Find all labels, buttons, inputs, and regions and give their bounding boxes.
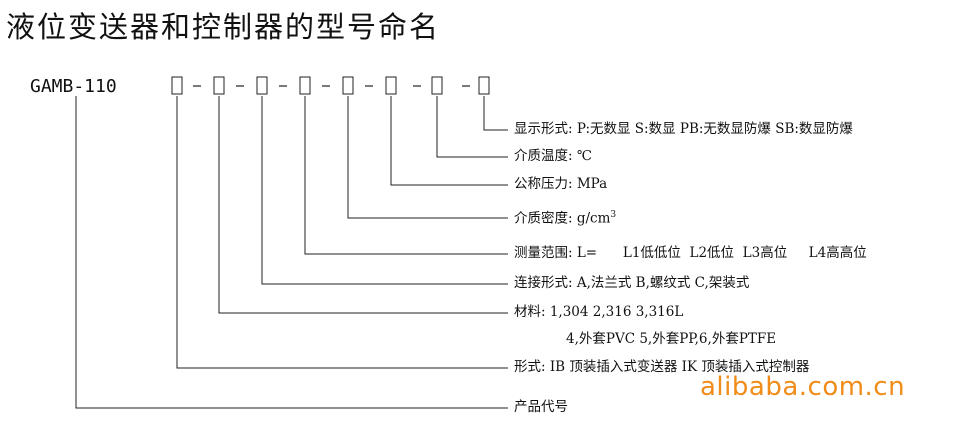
field-box-form bbox=[171, 76, 183, 95]
label-density: 介质密度: g/cm3 bbox=[514, 211, 616, 226]
leader-line-pressure bbox=[390, 96, 508, 186]
watermark: alibaba.com.cn bbox=[700, 372, 906, 402]
field-box-range bbox=[299, 76, 311, 95]
field-box-display bbox=[478, 76, 490, 95]
model-prefix: GAMB-110 bbox=[30, 76, 117, 97]
leader-line-product-code bbox=[75, 96, 508, 409]
leader-line-material bbox=[218, 96, 508, 314]
label-pressure: 公称压力: MPa bbox=[514, 176, 608, 192]
leader-line-temperature bbox=[436, 96, 508, 158]
field-box-temperature bbox=[431, 76, 443, 95]
label-temperature: 介质温度: ℃ bbox=[514, 148, 592, 164]
label-density-text: 介质密度: g/cm bbox=[514, 210, 611, 227]
field-box-connection bbox=[256, 76, 268, 95]
label-form: 形式: IB 顶装插入式变送器 IK 顶装插入式控制器 bbox=[514, 359, 810, 375]
field-box-material bbox=[213, 76, 225, 95]
leader-line-display bbox=[483, 96, 508, 131]
label-product-code: 产品代号 bbox=[514, 399, 568, 415]
leader-line-form bbox=[176, 96, 508, 369]
label-range: 测量范围: L= L1低低位 L2低位 L3高位 L4高高位 bbox=[514, 245, 867, 261]
label-material-line2: 4,外套PVC 5,外套PP,6,外套PTFE bbox=[566, 331, 777, 347]
label-connection: 连接形式: A,法兰式 B,螺纹式 C,架装式 bbox=[514, 275, 750, 291]
label-display: 显示形式: P:无数显 S:数显 PB:无数显防爆 SB:数显防爆 bbox=[514, 121, 853, 137]
label-density-sup: 3 bbox=[610, 210, 617, 220]
field-box-density bbox=[342, 76, 354, 95]
label-material-line1: 材料: 1,304 2,316 3,316L bbox=[514, 304, 684, 320]
leader-line-range bbox=[304, 96, 508, 255]
field-box-pressure bbox=[385, 76, 397, 95]
leader-line-density bbox=[347, 96, 508, 219]
leader-line-connection bbox=[261, 96, 508, 285]
diagram-title: 液位变送器和控制器的型号命名 bbox=[6, 10, 441, 44]
